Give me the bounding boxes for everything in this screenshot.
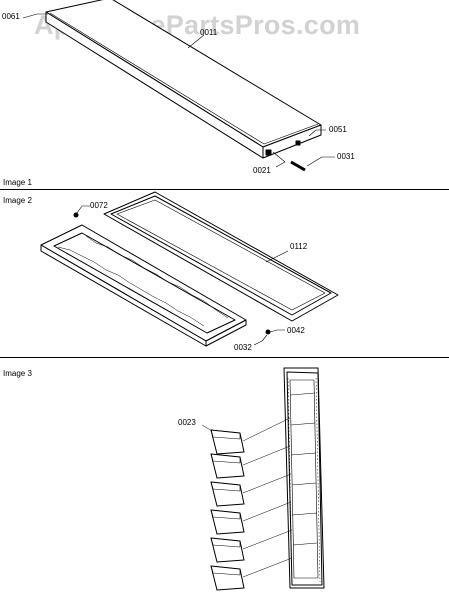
door-bin-6 [210,565,245,591]
door-bin-5 [210,537,245,563]
screw-parts [73,212,271,335]
door-bin-2 [210,453,245,479]
leader-lines-image-1 [22,13,335,168]
door-bin-4 [210,509,245,535]
callout-0011: 0011 [200,28,218,37]
shelf-panel [45,0,322,159]
callout-0072: 0072 [90,201,108,210]
door-bin-3 [210,481,245,507]
callout-0032: 0032 [234,343,252,352]
door-liner [283,367,325,589]
door-gasket [103,191,339,322]
section-divider-1 [0,189,449,190]
pin-part [290,160,306,172]
leader-lines-image-2 [76,205,289,346]
callout-0021: 0021 [253,166,271,175]
callout-0051: 0051 [329,125,347,134]
callout-0042: 0042 [287,326,305,335]
section-divider-2 [0,357,449,358]
section-label-image-3: Image 3 [3,369,32,378]
callout-0061: 0061 [2,12,20,21]
callout-0023: 0023 [178,418,196,427]
leader-lines-image-3 [201,417,293,578]
callout-0112: 0112 [290,242,308,251]
door-frame [40,224,247,347]
door-bin-1 [210,429,245,455]
section-label-image-2: Image 2 [3,196,32,205]
callout-0031: 0031 [337,152,355,161]
section-label-image-1: Image 1 [3,178,32,187]
